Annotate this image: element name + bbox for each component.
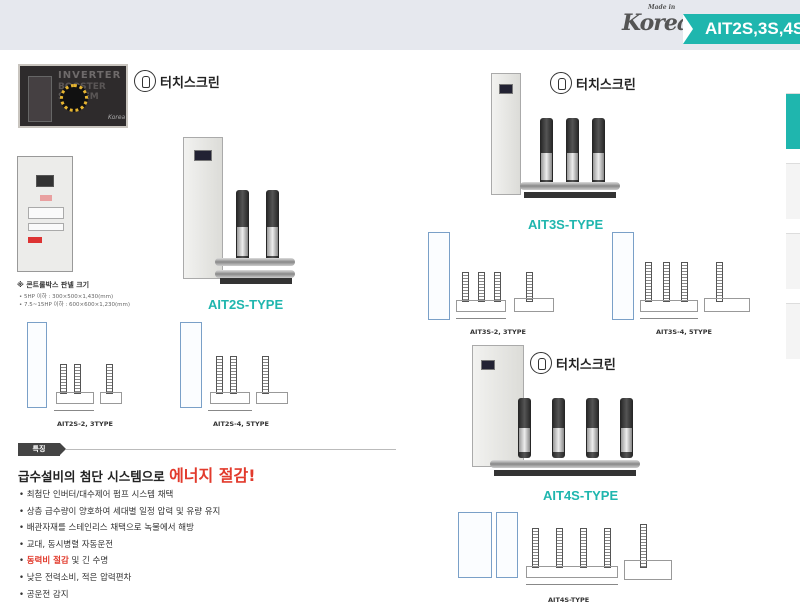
features-divider	[66, 449, 396, 450]
feature-item: • 낮은 전력소비, 적은 압력편차	[19, 572, 132, 583]
touch-screen-label-2: 터치스크린	[550, 72, 636, 94]
feature-item: • 최첨단 인버터/대수제어 펌프 시스템 채택	[19, 490, 174, 500]
inverter-dial-icon	[60, 84, 88, 112]
touch-icon	[550, 72, 572, 94]
feature-item: • 공운전 감지	[19, 589, 69, 600]
feature-item: • 배관자재를 스테인리스 채택으로 녹물에서 해방	[19, 523, 194, 534]
touch-screen-label-1: 터치스크린	[134, 70, 220, 92]
feature-item: • 상층 급수량이 양호하여 세대별 일정 압력 및 유량 유지	[19, 506, 221, 517]
control-box-image	[17, 156, 73, 272]
features-tag: 특징	[18, 443, 66, 456]
headline-highlight: 에너지 절감!	[169, 466, 256, 485]
inverter-device-image	[28, 76, 52, 122]
side-tab-4[interactable]	[786, 303, 800, 359]
side-tab-3[interactable]	[786, 233, 800, 289]
control-box-spec-1: • 5HP 이하 : 300×500×1,430(mm)	[19, 294, 114, 300]
features-headline: 급수설비의 첨단 시스템으로 에너지 절감!	[18, 466, 256, 485]
ait4s-drawing-caption: AIT4S-TYPE	[548, 596, 590, 604]
inverter-signature: Korea	[108, 114, 126, 121]
touch-icon	[530, 352, 552, 374]
side-tabs	[786, 93, 800, 393]
feature-item: • 교대, 동시병렬 자동운전	[19, 539, 114, 550]
ait3s-drawing-2-caption: AIT3S-4, 5TYPE	[656, 328, 712, 336]
ait2s-drawing-1-caption: AIT2S-2, 3TYPE	[57, 420, 113, 428]
ait3s-drawing-1-caption: AIT3S-2, 3TYPE	[470, 328, 526, 336]
ait2s-drawing-2-caption: AIT2S-4, 5TYPE	[213, 420, 269, 428]
inverter-panel-photo: INVERTER BOOSTER SYSTEM Korea	[18, 64, 128, 128]
side-tab-2[interactable]	[786, 163, 800, 219]
korea-logo: Made in Korea	[622, 4, 691, 36]
side-tab-1[interactable]	[786, 93, 800, 149]
logo-made-in: Made in	[648, 4, 676, 11]
ait2s-title: AIT2S-TYPE	[208, 297, 284, 312]
ait4s-title: AIT4S-TYPE	[543, 488, 619, 503]
inverter-text-1: INVERTER	[58, 70, 122, 81]
logo-text: Korea	[622, 10, 691, 36]
features-list: • 최첨단 인버터/대수제어 펌프 시스템 채택 • 상층 급수량이 양호하여 …	[19, 488, 220, 604]
touch-icon	[134, 70, 156, 92]
touch-screen-label-3: 터치스크린	[530, 352, 616, 374]
control-box-spec-2: • 7.5~15HP 이하 : 600×600×1,230(mm)	[19, 302, 130, 308]
header-bar	[0, 0, 800, 50]
type-badge: AIT2S,3S,4S-TYPE	[683, 14, 800, 68]
feature-item: • 동력비 절감 및 긴 수명	[19, 556, 109, 567]
control-box-note: ※ 콘트롤박스 판넬 크기	[17, 281, 90, 289]
ait3s-title: AIT3S-TYPE	[528, 217, 604, 232]
